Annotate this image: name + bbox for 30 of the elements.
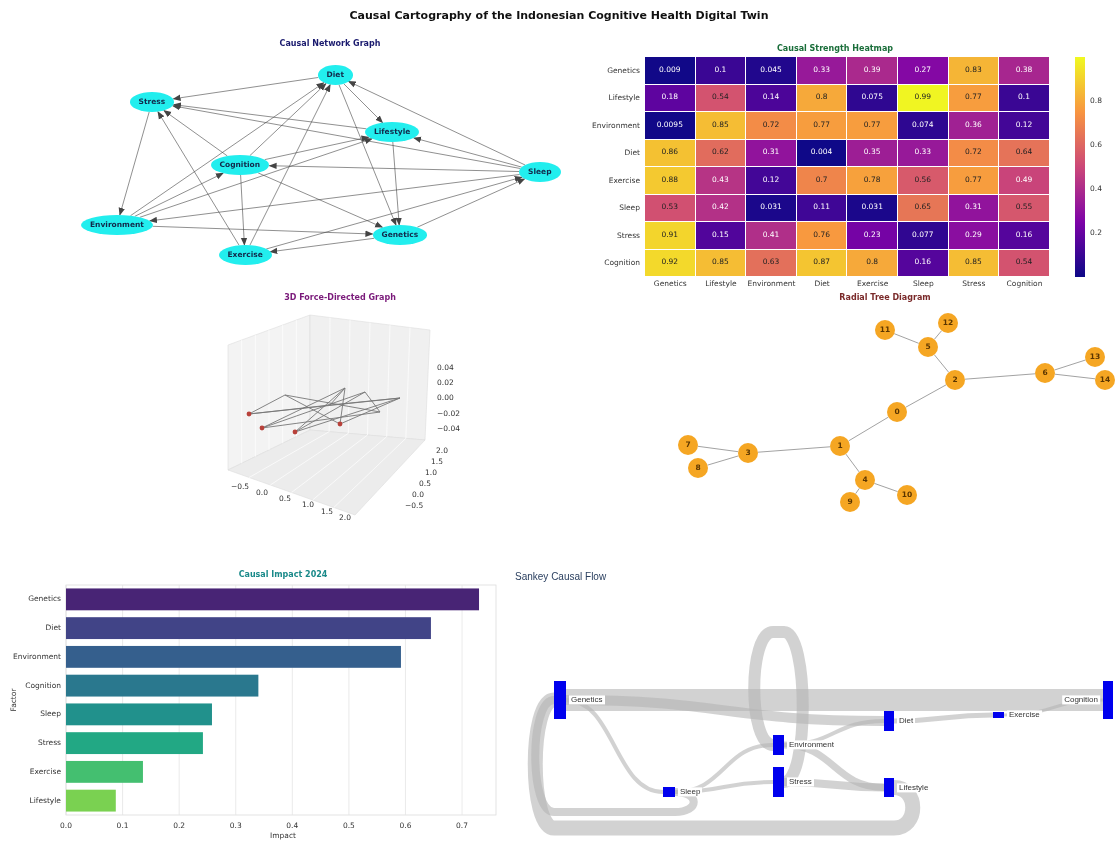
sankey-flow-band <box>527 693 920 836</box>
connector-line <box>845 453 860 473</box>
panel-title: Causal Network Graph <box>279 39 381 49</box>
connector-line <box>874 483 898 492</box>
node-label: Environment <box>787 740 836 750</box>
connector-line <box>905 384 947 408</box>
node-label: Stress <box>787 777 814 787</box>
node-label: Cognition <box>1062 695 1100 705</box>
connector-line <box>697 445 739 453</box>
connector-line <box>757 446 831 453</box>
connector-line <box>1054 359 1086 371</box>
connector-line <box>707 455 739 466</box>
connector-line <box>848 416 889 442</box>
panel-title: 3D Force-Directed Graph <box>284 293 396 303</box>
connector-line <box>933 354 950 373</box>
chart-title: Causal Impact 2024 <box>238 570 328 580</box>
panel-title: Sankey Causal Flow <box>515 571 607 583</box>
node-label: Lifestyle <box>897 782 931 793</box>
panel-title: Radial Tree Diagram <box>839 293 931 303</box>
node-label: Exercise <box>1007 710 1042 720</box>
node-label: Sleep <box>678 787 703 797</box>
connector-line <box>1054 373 1096 380</box>
connector-line <box>934 330 942 340</box>
panel-title: Causal Strength Heatmap <box>776 44 894 54</box>
connector-line <box>893 333 920 344</box>
page-title: Causal Cartography of the Indonesian Cognitive Health Digital Twin <box>349 9 769 23</box>
node-label: Diet <box>897 716 916 726</box>
connector-line <box>964 373 1036 380</box>
node-label: Genetics <box>569 695 605 705</box>
connector-line <box>855 487 860 495</box>
